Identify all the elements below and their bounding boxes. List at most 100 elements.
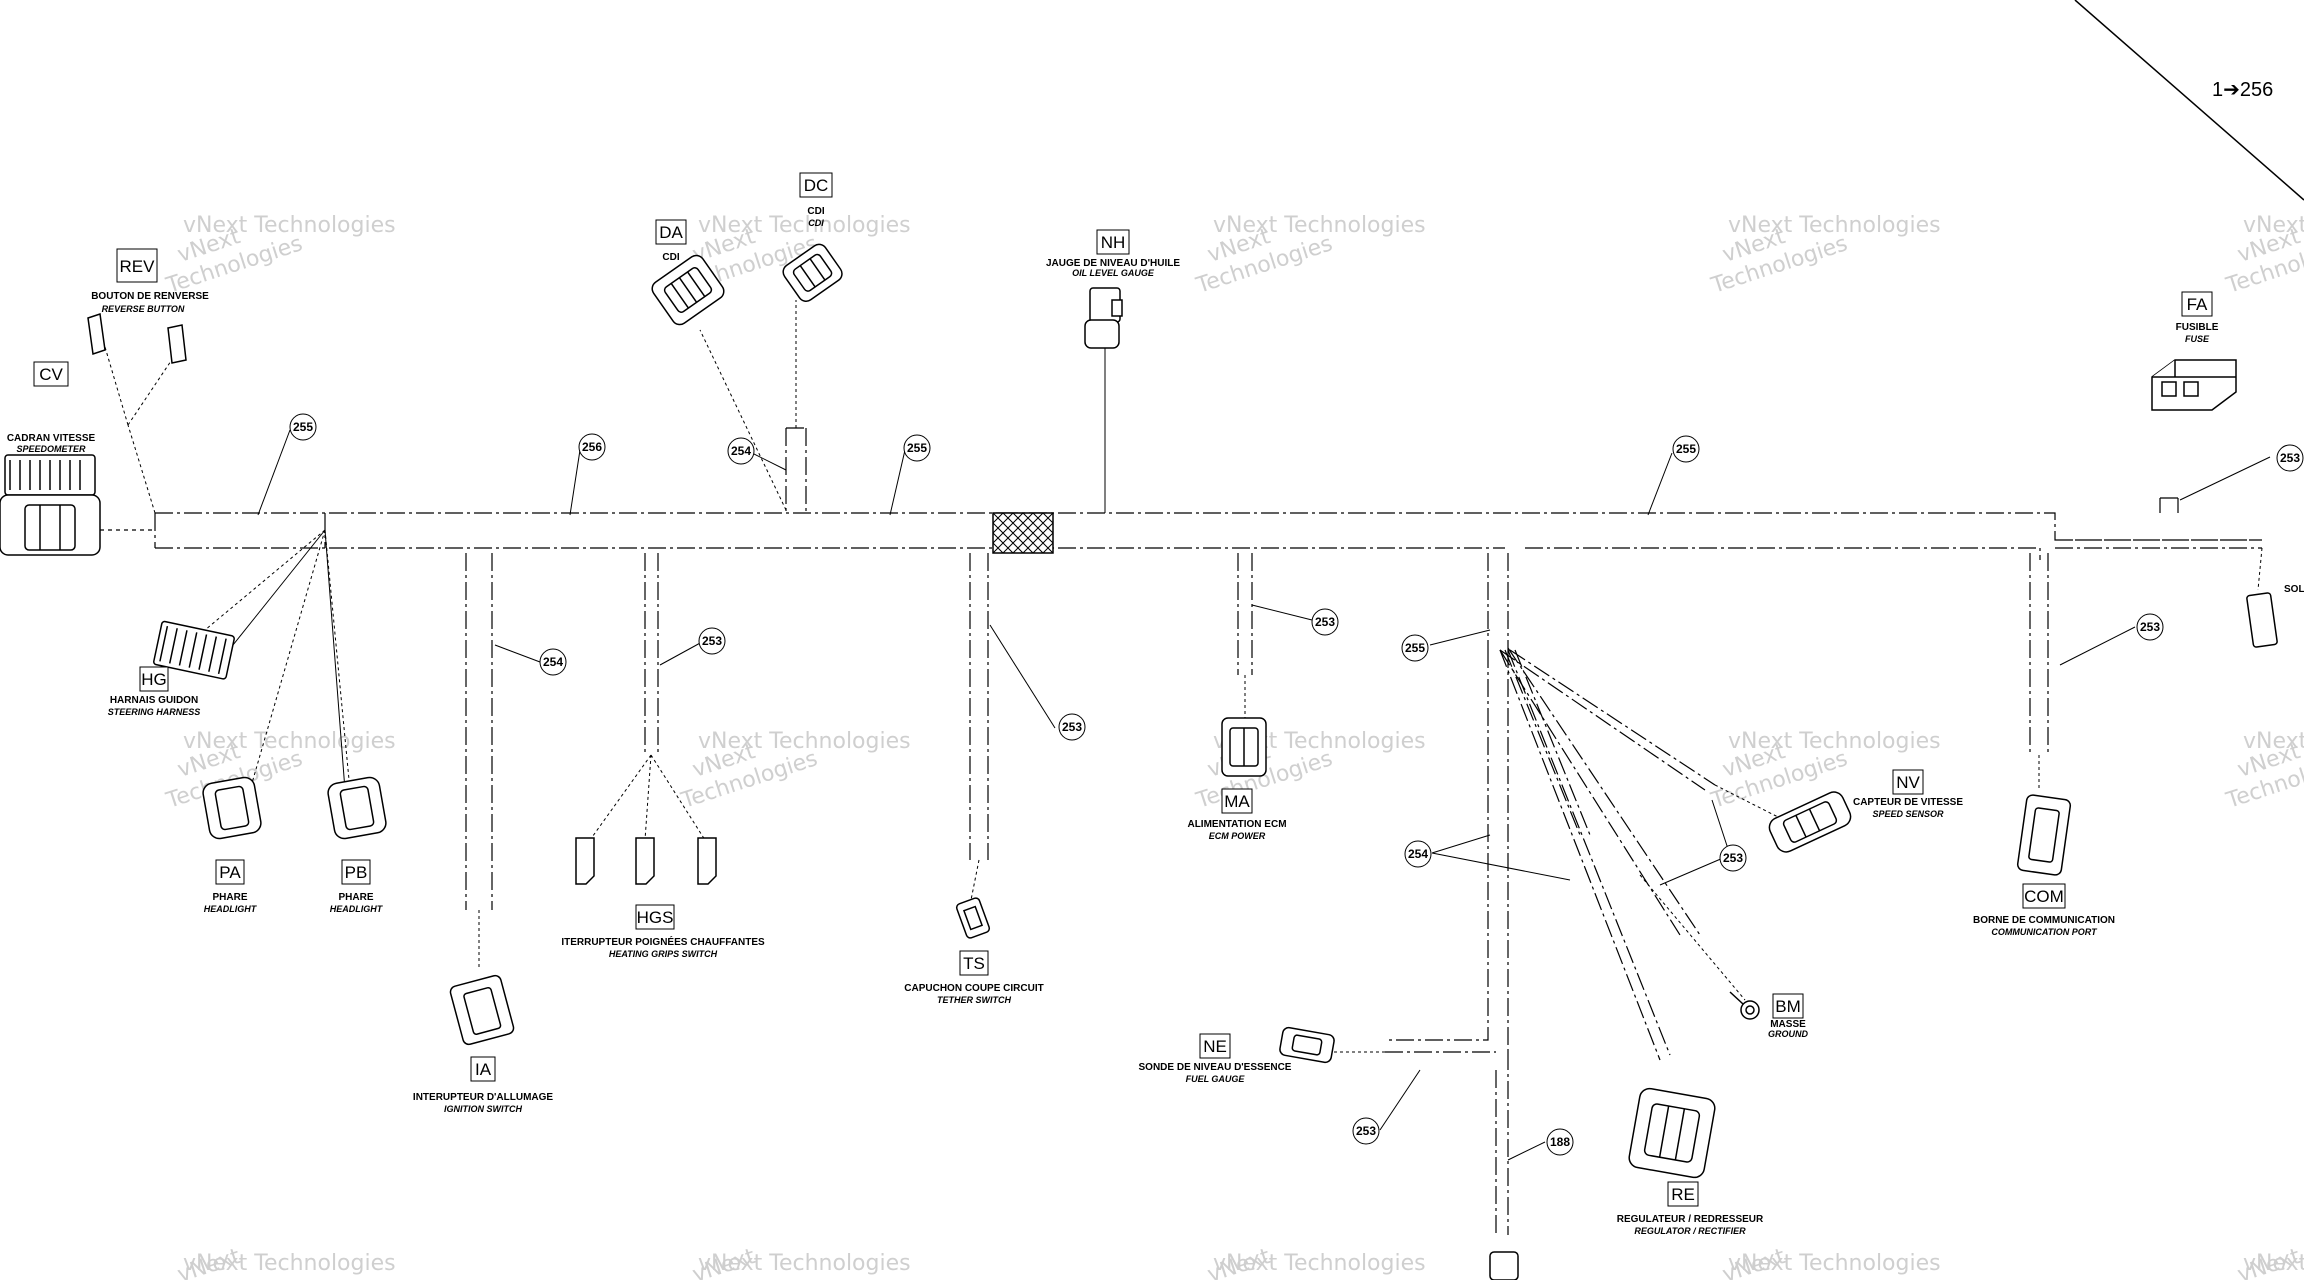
svg-text:255: 255 xyxy=(293,420,313,434)
watermark-single: vNext Technologies xyxy=(1728,1251,1941,1276)
label-sol-truncated: SOL xyxy=(2284,584,2304,595)
svg-text:IGNITION SWITCH: IGNITION SWITCH xyxy=(444,1104,522,1114)
label-ts: TS CAPUCHON COUPE CIRCUIT TETHER SWITCH xyxy=(904,950,1044,1005)
communication-port-connector-icon xyxy=(2016,794,2072,876)
oil-level-connector-icon xyxy=(1084,287,1123,349)
callout-188: 188 xyxy=(1546,1128,1574,1156)
svg-text:CAPUCHON COUPE CIRCUIT: CAPUCHON COUPE CIRCUIT xyxy=(904,983,1043,994)
speedometer-connector-icon xyxy=(0,454,101,556)
svg-text:255: 255 xyxy=(907,441,927,455)
svg-text:SPEEDOMETER: SPEEDOMETER xyxy=(16,444,86,454)
svg-text:253: 253 xyxy=(2140,620,2160,634)
svg-text:JAUGE DE NIVEAU D'HUILE: JAUGE DE NIVEAU D'HUILE xyxy=(1046,258,1180,269)
harness-trunk xyxy=(100,427,2262,1235)
svg-text:PHARE: PHARE xyxy=(212,892,247,903)
watermark-single: vNext Technologies xyxy=(698,729,911,754)
svg-text:REGULATOR / RECTIFIER: REGULATOR / RECTIFIER xyxy=(1634,1226,1746,1236)
fuel-gauge-connector-icon xyxy=(1279,1026,1335,1064)
headlight-pb-connector-icon xyxy=(327,776,387,840)
svg-text:FA: FA xyxy=(2187,295,2208,314)
watermark-single: vNext Technologies xyxy=(1213,213,1426,238)
svg-text:BORNE DE COMMUNICATION: BORNE DE COMMUNICATION xyxy=(1973,915,2115,926)
watermark-single: vNext Technologies xyxy=(1213,1251,1426,1276)
callout-253-ts: 253 xyxy=(1058,713,1086,741)
svg-text:254: 254 xyxy=(543,655,563,669)
svg-text:GROUND: GROUND xyxy=(1768,1029,1808,1039)
svg-text:HG: HG xyxy=(141,670,167,689)
callout-253-ma: 253 xyxy=(1311,608,1339,636)
svg-text:254: 254 xyxy=(1408,847,1428,861)
fuse-holder-icon xyxy=(2151,359,2237,411)
watermark-single: vNext Technologies xyxy=(2243,1251,2304,1276)
svg-text:CAPTEUR DE VITESSE: CAPTEUR DE VITESSE xyxy=(1853,797,1963,808)
svg-text:COM: COM xyxy=(2024,887,2064,906)
svg-text:254: 254 xyxy=(731,444,751,458)
svg-text:CDI: CDI xyxy=(807,206,824,217)
label-nv: NV CAPTEUR DE VITESSE SPEED SENSOR xyxy=(1853,769,1963,819)
svg-text:BM: BM xyxy=(1775,997,1801,1016)
svg-text:255: 255 xyxy=(1676,442,1696,456)
svg-text:255: 255 xyxy=(1405,641,1425,655)
bottom-partial-connector-icon xyxy=(1489,1251,1519,1280)
label-ma: MA ALIMENTATION ECM ECM POWER xyxy=(1187,788,1287,841)
connector-labels: CV CADRAN VITESSE SPEEDOMETER REV BOUTON… xyxy=(7,172,2304,1236)
callout-255-d: 255 xyxy=(1401,634,1429,662)
callout-254-a: 254 xyxy=(727,437,755,465)
svg-text:ALIMENTATION ECM: ALIMENTATION ECM xyxy=(1187,819,1286,830)
svg-text:CADRAN VITESSE: CADRAN VITESSE xyxy=(7,433,96,444)
svg-text:CV: CV xyxy=(39,365,63,384)
speed-sensor-connector-icon xyxy=(1768,791,1852,853)
callout-254-c: 254 xyxy=(1404,840,1432,868)
label-da: DA CDI xyxy=(655,219,687,263)
cdi-dc-connector-icon xyxy=(782,243,843,302)
reference-line xyxy=(2074,0,2304,201)
callout-256: 256 xyxy=(578,433,606,461)
cdi-da-connector-icon xyxy=(651,254,725,326)
svg-text:STEERING HARNESS: STEERING HARNESS xyxy=(108,707,201,717)
watermark-single: vNext Technologies xyxy=(698,1251,911,1276)
ground-ring-terminal-icon xyxy=(1729,991,1760,1020)
svg-text:HEADLIGHT: HEADLIGHT xyxy=(204,904,258,914)
svg-text:188: 188 xyxy=(1550,1135,1570,1149)
svg-text:ITERRUPTEUR POIGNÉES CHAUFFANT: ITERRUPTEUR POIGNÉES CHAUFFANTES xyxy=(561,935,765,948)
headlight-pa-connector-icon xyxy=(202,776,262,840)
part-ref-label: 1➔256 xyxy=(2212,79,2273,101)
label-rev: REV BOUTON DE RENVERSE REVERSE BUTTON xyxy=(91,248,209,314)
callout-255-c: 255 xyxy=(1672,435,1700,463)
heating-grips-switch-connector-icon xyxy=(575,837,717,885)
label-cv: CV CADRAN VITESSE SPEEDOMETER xyxy=(7,361,96,454)
connector-shapes xyxy=(0,243,2278,1280)
svg-text:FUSE: FUSE xyxy=(2185,334,2210,344)
callouts: 255 256 254 255 255 253 254 253 253 253 … xyxy=(289,413,2304,1156)
svg-text:253: 253 xyxy=(1356,1124,1376,1138)
svg-text:SONDE DE NIVEAU D'ESSENCE: SONDE DE NIVEAU D'ESSENCE xyxy=(1139,1062,1292,1073)
callout-254-b: 254 xyxy=(539,648,567,676)
sol-partial-connector-icon xyxy=(2246,592,2278,648)
svg-text:TS: TS xyxy=(963,954,985,973)
svg-text:DA: DA xyxy=(659,223,683,242)
label-re: RE REGULATEUR / REDRESSEUR REGULATOR / R… xyxy=(1617,1181,1764,1236)
svg-text:REGULATEUR / REDRESSEUR: REGULATEUR / REDRESSEUR xyxy=(1617,1214,1764,1225)
ignition-switch-connector-icon xyxy=(449,974,515,1046)
reverse-button-connector-icon xyxy=(87,313,187,364)
steering-harness-connector-icon xyxy=(153,620,235,680)
callout-253-hgs: 253 xyxy=(698,627,726,655)
watermark-single: vNext Technologies xyxy=(2243,729,2304,754)
svg-text:NE: NE xyxy=(1203,1037,1227,1056)
svg-text:NH: NH xyxy=(1101,233,1126,252)
svg-text:INTERUPTEUR D'ALLUMAGE: INTERUPTEUR D'ALLUMAGE xyxy=(413,1092,553,1103)
label-pb: PB PHARE HEADLIGHT xyxy=(330,859,384,914)
svg-text:HEADLIGHT: HEADLIGHT xyxy=(330,904,384,914)
svg-text:PA: PA xyxy=(219,863,241,882)
svg-text:HEATING GRIPS SWITCH: HEATING GRIPS SWITCH xyxy=(609,949,718,959)
callout-253-com: 253 xyxy=(2136,613,2164,641)
label-fa: FA FUSIBLE FUSE xyxy=(2176,291,2219,344)
svg-text:NV: NV xyxy=(1896,773,1920,792)
ecm-power-connector-icon xyxy=(1221,717,1267,777)
regulator-rectifier-connector-icon xyxy=(1628,1087,1716,1179)
svg-text:REVERSE BUTTON: REVERSE BUTTON xyxy=(102,304,185,314)
svg-text:256: 256 xyxy=(582,440,602,454)
svg-text:PHARE: PHARE xyxy=(338,892,373,903)
svg-text:HGS: HGS xyxy=(637,908,674,927)
